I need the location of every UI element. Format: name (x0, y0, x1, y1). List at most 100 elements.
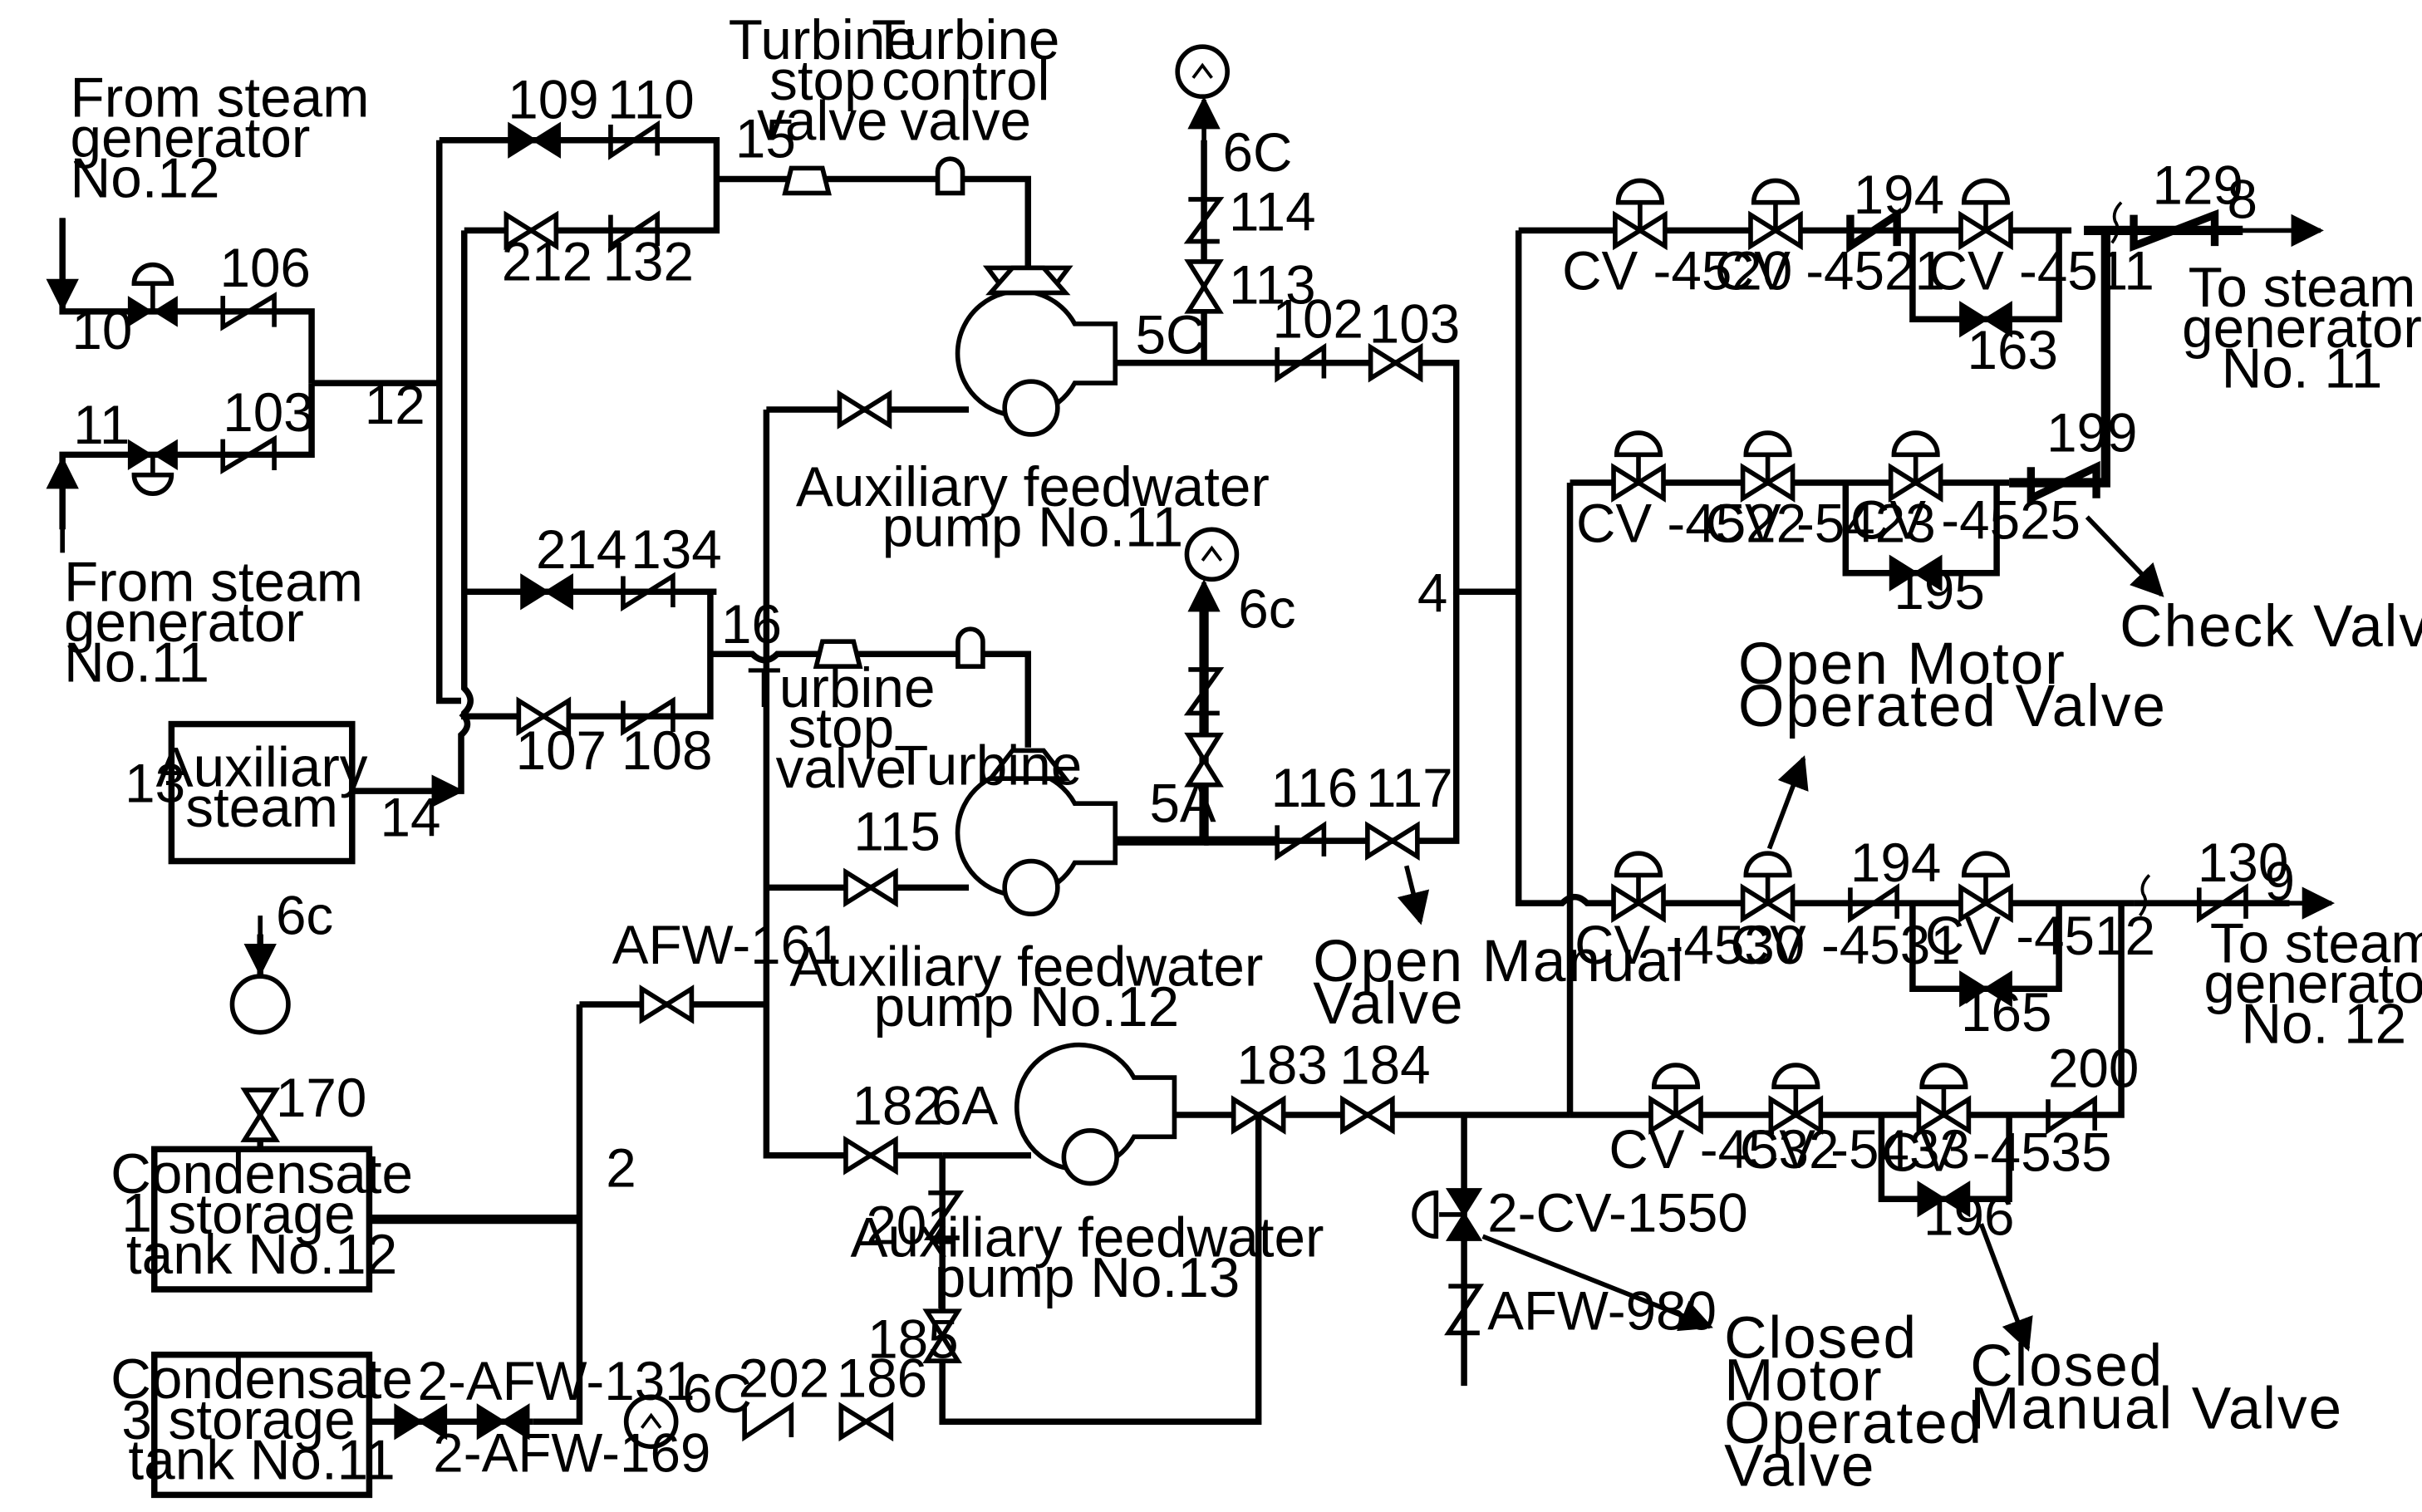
tag: 103 (223, 382, 313, 443)
tag: 4 (1417, 563, 1447, 624)
tag: 103 (1369, 293, 1460, 354)
pump-11-shape (955, 288, 1118, 437)
tag: 202 (739, 1348, 829, 1408)
tag: 165 (1961, 982, 2051, 1043)
cst12-box (151, 1146, 373, 1293)
tag: 201 (866, 1195, 956, 1256)
tag: 106 (219, 238, 310, 298)
tag: 14 (381, 788, 441, 848)
tag: 113 (1229, 254, 1316, 315)
tag: 2-AFW-169 (433, 1422, 710, 1483)
motor-operated-valves (1611, 178, 2013, 1135)
tag: 1 (121, 1183, 151, 1244)
tag: 6A (931, 1075, 998, 1136)
tag: 170 (276, 1068, 366, 1128)
tag: CV -4531 (1731, 915, 1961, 975)
tag: 196 (1923, 1186, 2014, 1246)
tag: 214 (536, 519, 626, 580)
tag: 109 (508, 69, 598, 130)
tag: 2-AFW-131 (418, 1351, 695, 1411)
tag: 3 (121, 1390, 151, 1451)
tag: 115 (853, 801, 941, 862)
tag: CV -4530 (1575, 915, 1805, 975)
open-valves (240, 210, 1423, 1442)
turbines (782, 156, 1073, 781)
tag: CV -5433 (1740, 1119, 1970, 1180)
tag: 186 (837, 1348, 927, 1408)
tag: 129 (2153, 155, 2243, 216)
tag: 9 (2265, 851, 2295, 911)
arrows (46, 96, 2336, 1352)
tanks (151, 720, 373, 1499)
annotation-check-valve: Check Valve (2120, 594, 2422, 660)
cv1550-valve (1412, 1188, 1483, 1241)
tag: CV -4512 (1925, 906, 2155, 966)
msiv-11-valve (127, 439, 178, 496)
tag: 10 (71, 300, 132, 361)
tag: 2 (606, 1137, 636, 1198)
tag: CV -4522 (1576, 493, 1806, 553)
msiv-10-valve (127, 262, 178, 327)
gauge-carets (640, 62, 1223, 1429)
tag: 5C (1136, 304, 1206, 365)
gauges (229, 44, 1240, 1450)
tag: 132 (603, 231, 694, 292)
tag: 6C (682, 1363, 752, 1424)
tag: CV -4535 (1881, 1122, 2111, 1183)
tag: 8 (2228, 169, 2257, 229)
tag: 13 (125, 753, 185, 813)
tag: 163 (1968, 320, 2058, 380)
tag: 199 (2046, 403, 2137, 464)
tag: 11 (73, 395, 130, 455)
aux-steam-box (168, 720, 356, 865)
tag: 2-CV-1550 (1487, 1183, 1748, 1244)
tag: CV -4520 (1562, 241, 1792, 302)
tag: CV -4525 (1850, 490, 2081, 551)
break-marks (2110, 201, 2151, 917)
piping (59, 136, 2290, 1426)
tag: CV -4511 (1928, 241, 2154, 302)
tag: 108 (621, 720, 712, 781)
tag: 116 (1271, 758, 1358, 818)
tag: 107 (516, 720, 607, 781)
tag: CV -5423 (1706, 493, 1936, 553)
tag: 134 (631, 519, 721, 580)
tag: 183 (1236, 1035, 1327, 1096)
cst11-box (151, 1351, 373, 1499)
tag: 16 (721, 594, 782, 655)
tag: 200 (2048, 1038, 2139, 1098)
label-turbine-lower: Turbine (894, 735, 1082, 798)
tag: 102 (1273, 289, 1363, 350)
tag: CV -4532 (1609, 1119, 1839, 1180)
tag: 212 (502, 231, 592, 292)
closed-valves (394, 121, 2012, 1441)
components (127, 44, 2248, 1499)
tag: 182 (852, 1075, 942, 1136)
check-valves (220, 120, 2248, 1442)
tag: 110 (607, 69, 695, 130)
tag: 194 (1854, 164, 1944, 225)
pumps (955, 288, 1177, 1186)
pump-13-shape (1014, 1042, 1177, 1186)
tag: 184 (1339, 1035, 1430, 1096)
tag: 6c (1238, 578, 1295, 639)
tag: 12 (365, 375, 425, 435)
